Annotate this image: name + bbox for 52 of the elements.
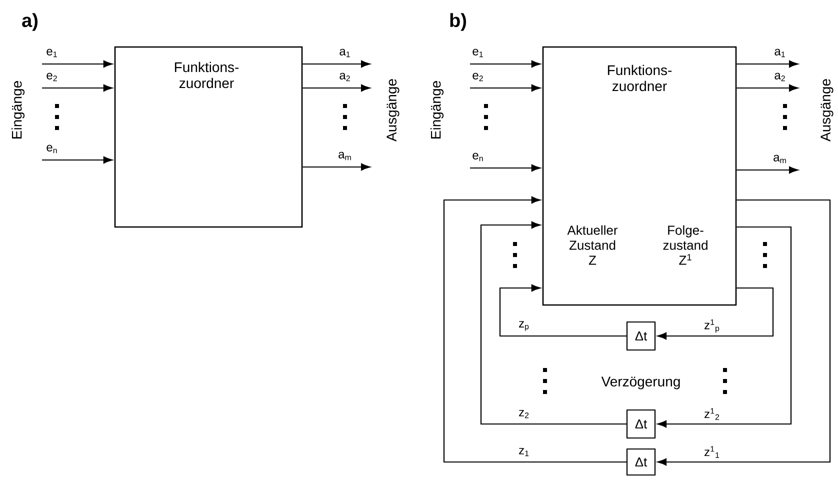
edge-label: e$_{n}$ <box>46 144 57 154</box>
edge-label: e$_{1}$ <box>46 48 57 58</box>
arrow <box>480 221 626 425</box>
panel-letter: a) <box>22 13 38 31</box>
edge-label: e$_{2}$ <box>46 72 57 82</box>
edge-label: a$_{1}$ <box>774 48 785 58</box>
arrow <box>443 196 626 463</box>
delay-box: Δt <box>626 448 656 476</box>
edge-label: e$_{1}$ <box>472 48 483 58</box>
edge-label: e$_{n}$ <box>472 152 483 162</box>
edge-label: z$_{1}$ <box>519 448 529 456</box>
signal-group-label: Ausgänge <box>820 79 834 142</box>
edge-label: a$_{1}$ <box>340 48 350 58</box>
arrow <box>302 163 370 171</box>
signal-group-label: Ausgänge <box>386 79 400 142</box>
arrow <box>657 199 831 466</box>
signal-group-label: Eingänge <box>430 81 444 138</box>
arrow <box>499 284 626 337</box>
function-box <box>542 46 737 306</box>
arrow <box>470 60 541 68</box>
edge-label: a$_{2}$ <box>774 72 785 82</box>
arrow <box>302 84 370 92</box>
edge-label: e$_{2}$ <box>472 72 483 82</box>
box-title: Funktions- zuordner <box>608 64 672 92</box>
arrow <box>736 166 798 174</box>
arrow <box>42 60 113 68</box>
edge-label: z$_{2}$ <box>519 410 529 418</box>
arrow <box>42 84 113 92</box>
edge-label: z$^{1}$2 <box>704 408 720 420</box>
function-box <box>114 46 303 228</box>
state-label: Aktueller Zustand Z <box>567 225 618 265</box>
delay-box: Δt <box>626 409 656 439</box>
arrow <box>42 156 113 164</box>
delay-label: Verzögerung <box>601 376 680 390</box>
edge-label: a$_{2}$ <box>340 72 350 82</box>
edge-label: a$_{m}$ <box>774 154 786 164</box>
delay-box: Δt <box>626 321 656 351</box>
state-label: Folge- zustand Z$^{1}$ <box>663 225 708 265</box>
arrow <box>470 84 541 92</box>
arrow <box>657 226 792 428</box>
signal-group-label: Eingänge <box>11 81 25 138</box>
arrow <box>657 287 774 340</box>
arrow <box>302 60 370 68</box>
edge-label: z$^{1}$1 <box>704 446 720 458</box>
edge-label: z$^{1}$p <box>704 319 720 333</box>
panel-letter: b) <box>450 13 466 31</box>
edge-label: a$_{m}$ <box>338 152 351 160</box>
arrow <box>736 84 798 92</box>
arrow <box>736 60 798 68</box>
arrow <box>470 164 541 172</box>
box-title: Funktions- zuordner <box>174 62 239 88</box>
edge-label: z$_{p}$ <box>519 321 529 331</box>
